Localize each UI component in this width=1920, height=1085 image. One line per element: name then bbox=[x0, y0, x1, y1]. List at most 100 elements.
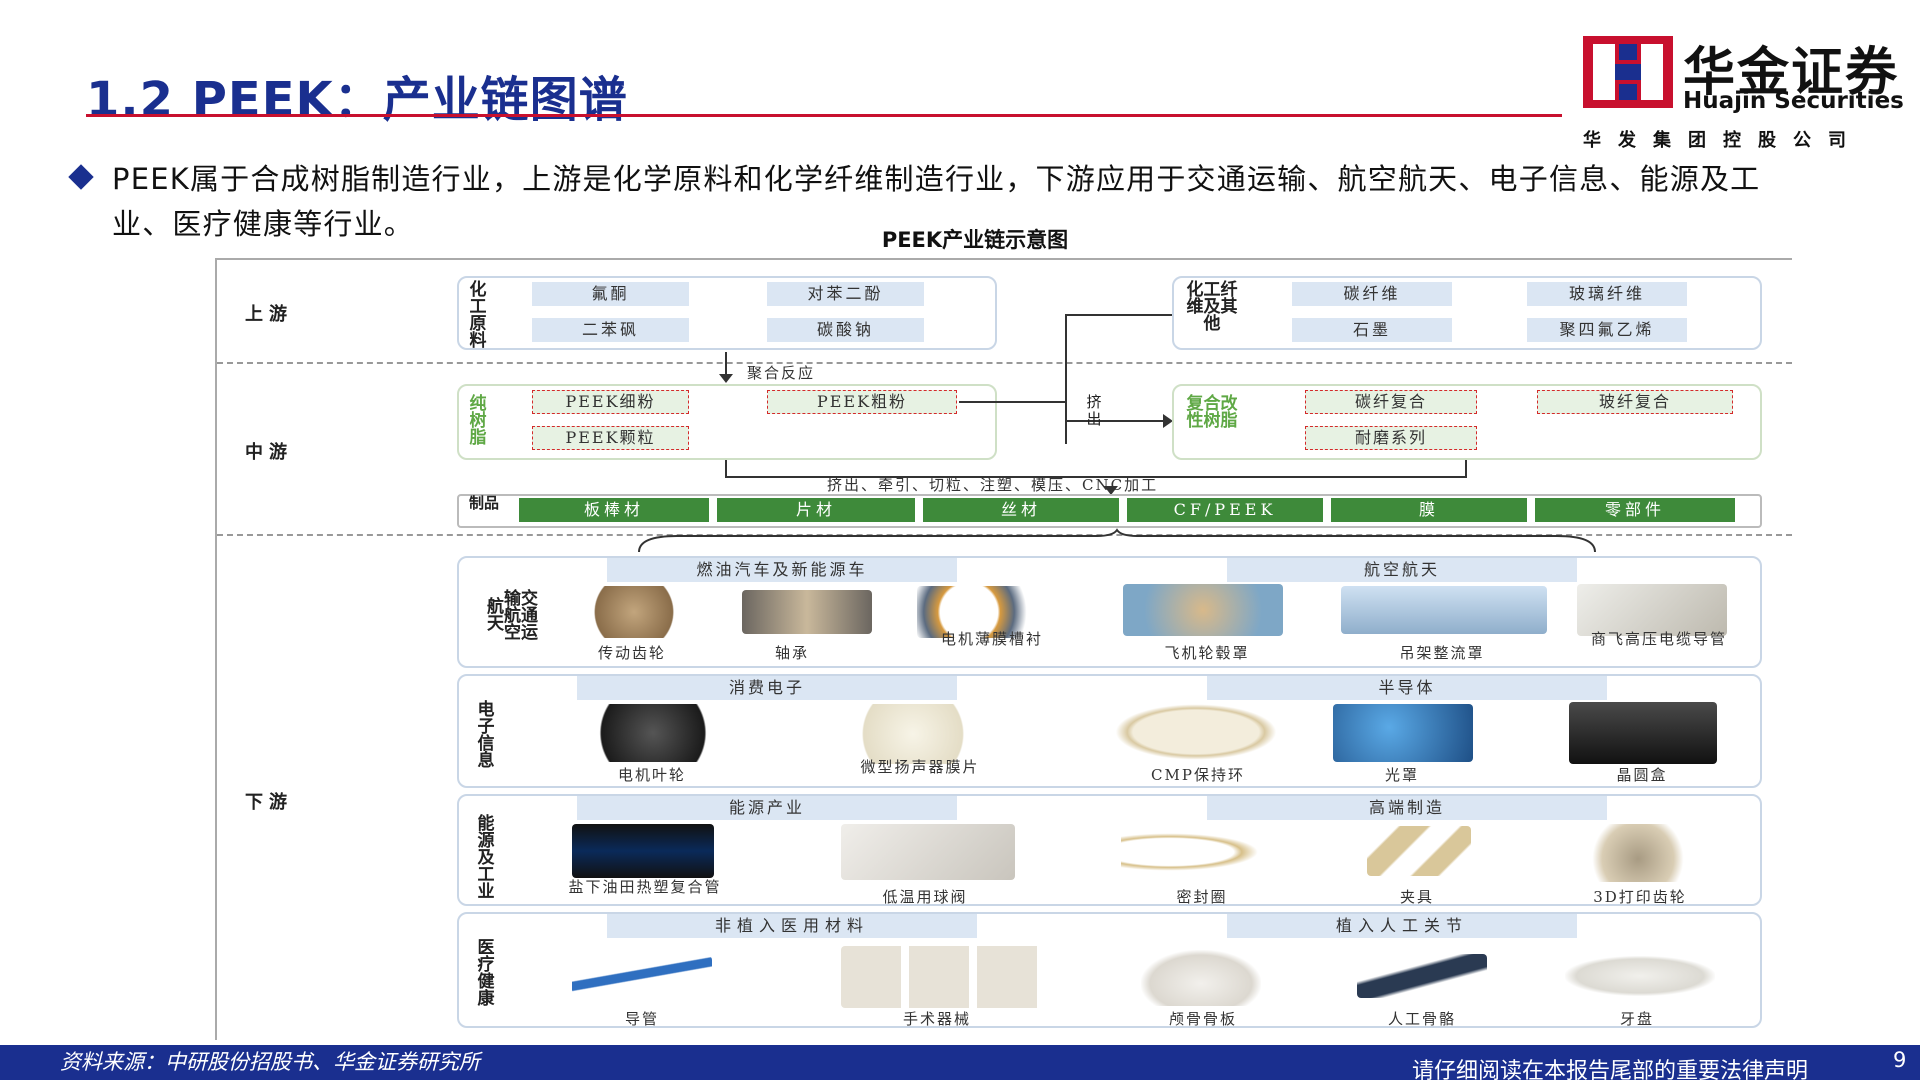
3d-gear-image bbox=[1583, 824, 1693, 882]
item-label: 盐下油田热塑复合管 bbox=[568, 878, 722, 896]
gear-image bbox=[575, 586, 693, 638]
item-label: 飞机轮毂罩 bbox=[1164, 644, 1250, 662]
process-label: 挤出、牵引、切粒、注塑、模压、CNC加工 bbox=[827, 476, 1159, 494]
resin-item: PEEK颗粒 bbox=[532, 426, 689, 450]
upstream-item: 石墨 bbox=[1292, 318, 1452, 342]
page-title: 1.2 PEEK：产业链图谱 bbox=[86, 72, 628, 128]
item-label: 密封圈 bbox=[1176, 888, 1228, 906]
page-number: 9 bbox=[1893, 1048, 1907, 1072]
product-item: 零部件 bbox=[1535, 498, 1735, 522]
product-item: 板棒材 bbox=[519, 498, 709, 522]
connector-line bbox=[725, 476, 1467, 478]
surgical-tools-image bbox=[841, 946, 1041, 1008]
fairing-image bbox=[1341, 586, 1547, 634]
item-label: 手术器械 bbox=[902, 1010, 971, 1028]
item-label: 夹具 bbox=[1399, 888, 1434, 906]
transport-label: 交通运输航空航天 bbox=[483, 588, 537, 640]
bearing-image bbox=[742, 590, 872, 634]
product-item: 片材 bbox=[717, 498, 915, 522]
cable-conduit-image bbox=[1577, 584, 1727, 636]
connector-line bbox=[725, 460, 727, 478]
group-header: 能源产业 bbox=[577, 796, 957, 820]
energy-label: 能源及工业 bbox=[477, 814, 495, 902]
ball-valve-image bbox=[841, 824, 1015, 880]
group-header: 消费电子 bbox=[577, 676, 957, 700]
upstream-item: 二苯砜 bbox=[532, 318, 689, 342]
item-label: 微型扬声器膜片 bbox=[860, 758, 980, 776]
arrow-line bbox=[725, 352, 727, 376]
group-header: 高端制造 bbox=[1207, 796, 1607, 820]
connector-line bbox=[959, 401, 1065, 403]
resin-item: PEEK粗粉 bbox=[767, 390, 957, 414]
pure-resin-label: 纯树脂 bbox=[469, 394, 487, 448]
connector-line bbox=[1065, 420, 1165, 422]
footer-bar bbox=[0, 1045, 1920, 1080]
chem-raw-label: 化工原料 bbox=[469, 280, 487, 351]
upstream-item: 玻璃纤维 bbox=[1527, 282, 1687, 306]
stage-divider bbox=[217, 362, 1792, 364]
fixture-image bbox=[1367, 826, 1471, 876]
item-label: 晶圆盒 bbox=[1616, 766, 1668, 784]
item-label: 光罩 bbox=[1384, 766, 1419, 784]
product-item: 丝材 bbox=[923, 498, 1119, 522]
impeller-image bbox=[572, 704, 734, 762]
composite-item: 耐磨系列 bbox=[1305, 426, 1477, 450]
connector-line bbox=[1465, 460, 1467, 478]
group-header: 植入人工关节 bbox=[1227, 914, 1577, 938]
legal-disclaimer: 请仔细阅读在本报告尾部的重要法律声明 bbox=[1412, 1059, 1809, 1084]
composite-item: 碳纤复合 bbox=[1305, 390, 1477, 414]
seal-ring-image bbox=[1121, 828, 1283, 876]
group-header: 非植入医用材料 bbox=[607, 914, 977, 938]
logo-subtitle: 华发集团控股公司 bbox=[1583, 130, 1863, 151]
stage-upstream: 上游 bbox=[245, 304, 293, 325]
arrow-down-icon bbox=[1104, 486, 1118, 495]
upstream-item: 碳酸钠 bbox=[767, 318, 924, 342]
motor-liner-image bbox=[917, 586, 1047, 638]
electronics-label: 电子信息 bbox=[477, 700, 495, 771]
extrude-label: 挤出 bbox=[1086, 393, 1102, 428]
item-label: 牙盘 bbox=[1619, 1010, 1654, 1028]
products-label: 制品 bbox=[468, 494, 499, 512]
medical-label: 医疗健康 bbox=[477, 938, 495, 1009]
connector-line bbox=[1065, 314, 1172, 316]
product-item: 膜 bbox=[1331, 498, 1527, 522]
group-header: 航空航天 bbox=[1227, 558, 1577, 582]
wafer-box-image bbox=[1569, 702, 1717, 764]
item-label: 3D打印齿轮 bbox=[1593, 888, 1687, 906]
stage-downstream: 下游 bbox=[245, 792, 293, 813]
item-label: 传动齿轮 bbox=[597, 644, 666, 662]
figure-title: PEEK产业链示意图 bbox=[881, 228, 1069, 252]
pipe-image bbox=[572, 824, 714, 878]
source-note: 资料来源：中研股份招股书、华金证券研究所 bbox=[60, 1050, 480, 1074]
intro-line-1: PEEK属于合成树脂制造行业，上游是化学原料和化学纤维制造行业，下游应用于交通运… bbox=[112, 162, 1761, 196]
connector-line bbox=[1065, 314, 1067, 444]
catheter-image bbox=[572, 956, 712, 994]
intro-line-2: 业、医疗健康等行业。 bbox=[112, 207, 415, 241]
hubcap-image bbox=[1123, 584, 1283, 636]
item-label: 商飞高压电缆导管 bbox=[1590, 630, 1727, 648]
title-underline bbox=[86, 114, 1562, 117]
group-header: 燃油汽车及新能源车 bbox=[607, 558, 957, 582]
upstream-item: 对苯二酚 bbox=[767, 282, 924, 306]
intro-paragraph: PEEK属于合成树脂制造行业，上游是化学原料和化学纤维制造行业，下游应用于交通运… bbox=[112, 157, 1882, 247]
upstream-item: 聚四氟乙烯 bbox=[1527, 318, 1687, 342]
cmp-ring-image bbox=[1115, 704, 1277, 760]
huajin-logo-icon bbox=[1583, 36, 1673, 108]
product-item: CF/PEEK bbox=[1127, 498, 1323, 522]
dental-disc-image bbox=[1565, 956, 1715, 996]
logo-text-cn: 华金证券 bbox=[1683, 43, 1900, 103]
fiber-label: 化工纤维及其他 bbox=[1186, 280, 1238, 334]
arrow-down-icon bbox=[719, 374, 733, 383]
skull-plate-image bbox=[1141, 950, 1261, 1006]
item-label: 轴承 bbox=[774, 644, 809, 662]
arrow-right-icon bbox=[1163, 414, 1173, 428]
speaker-film-image bbox=[843, 704, 983, 764]
composite-label: 复合改性树脂 bbox=[1186, 394, 1238, 431]
group-header: 半导体 bbox=[1207, 676, 1607, 700]
item-label: 电机薄膜槽衬 bbox=[940, 630, 1043, 648]
item-label: 人工骨骼 bbox=[1387, 1010, 1456, 1028]
artificial-bone-image bbox=[1357, 954, 1487, 998]
item-label: 导管 bbox=[624, 1010, 659, 1028]
upstream-item: 碳纤维 bbox=[1292, 282, 1452, 306]
item-label: 电机叶轮 bbox=[617, 766, 686, 784]
